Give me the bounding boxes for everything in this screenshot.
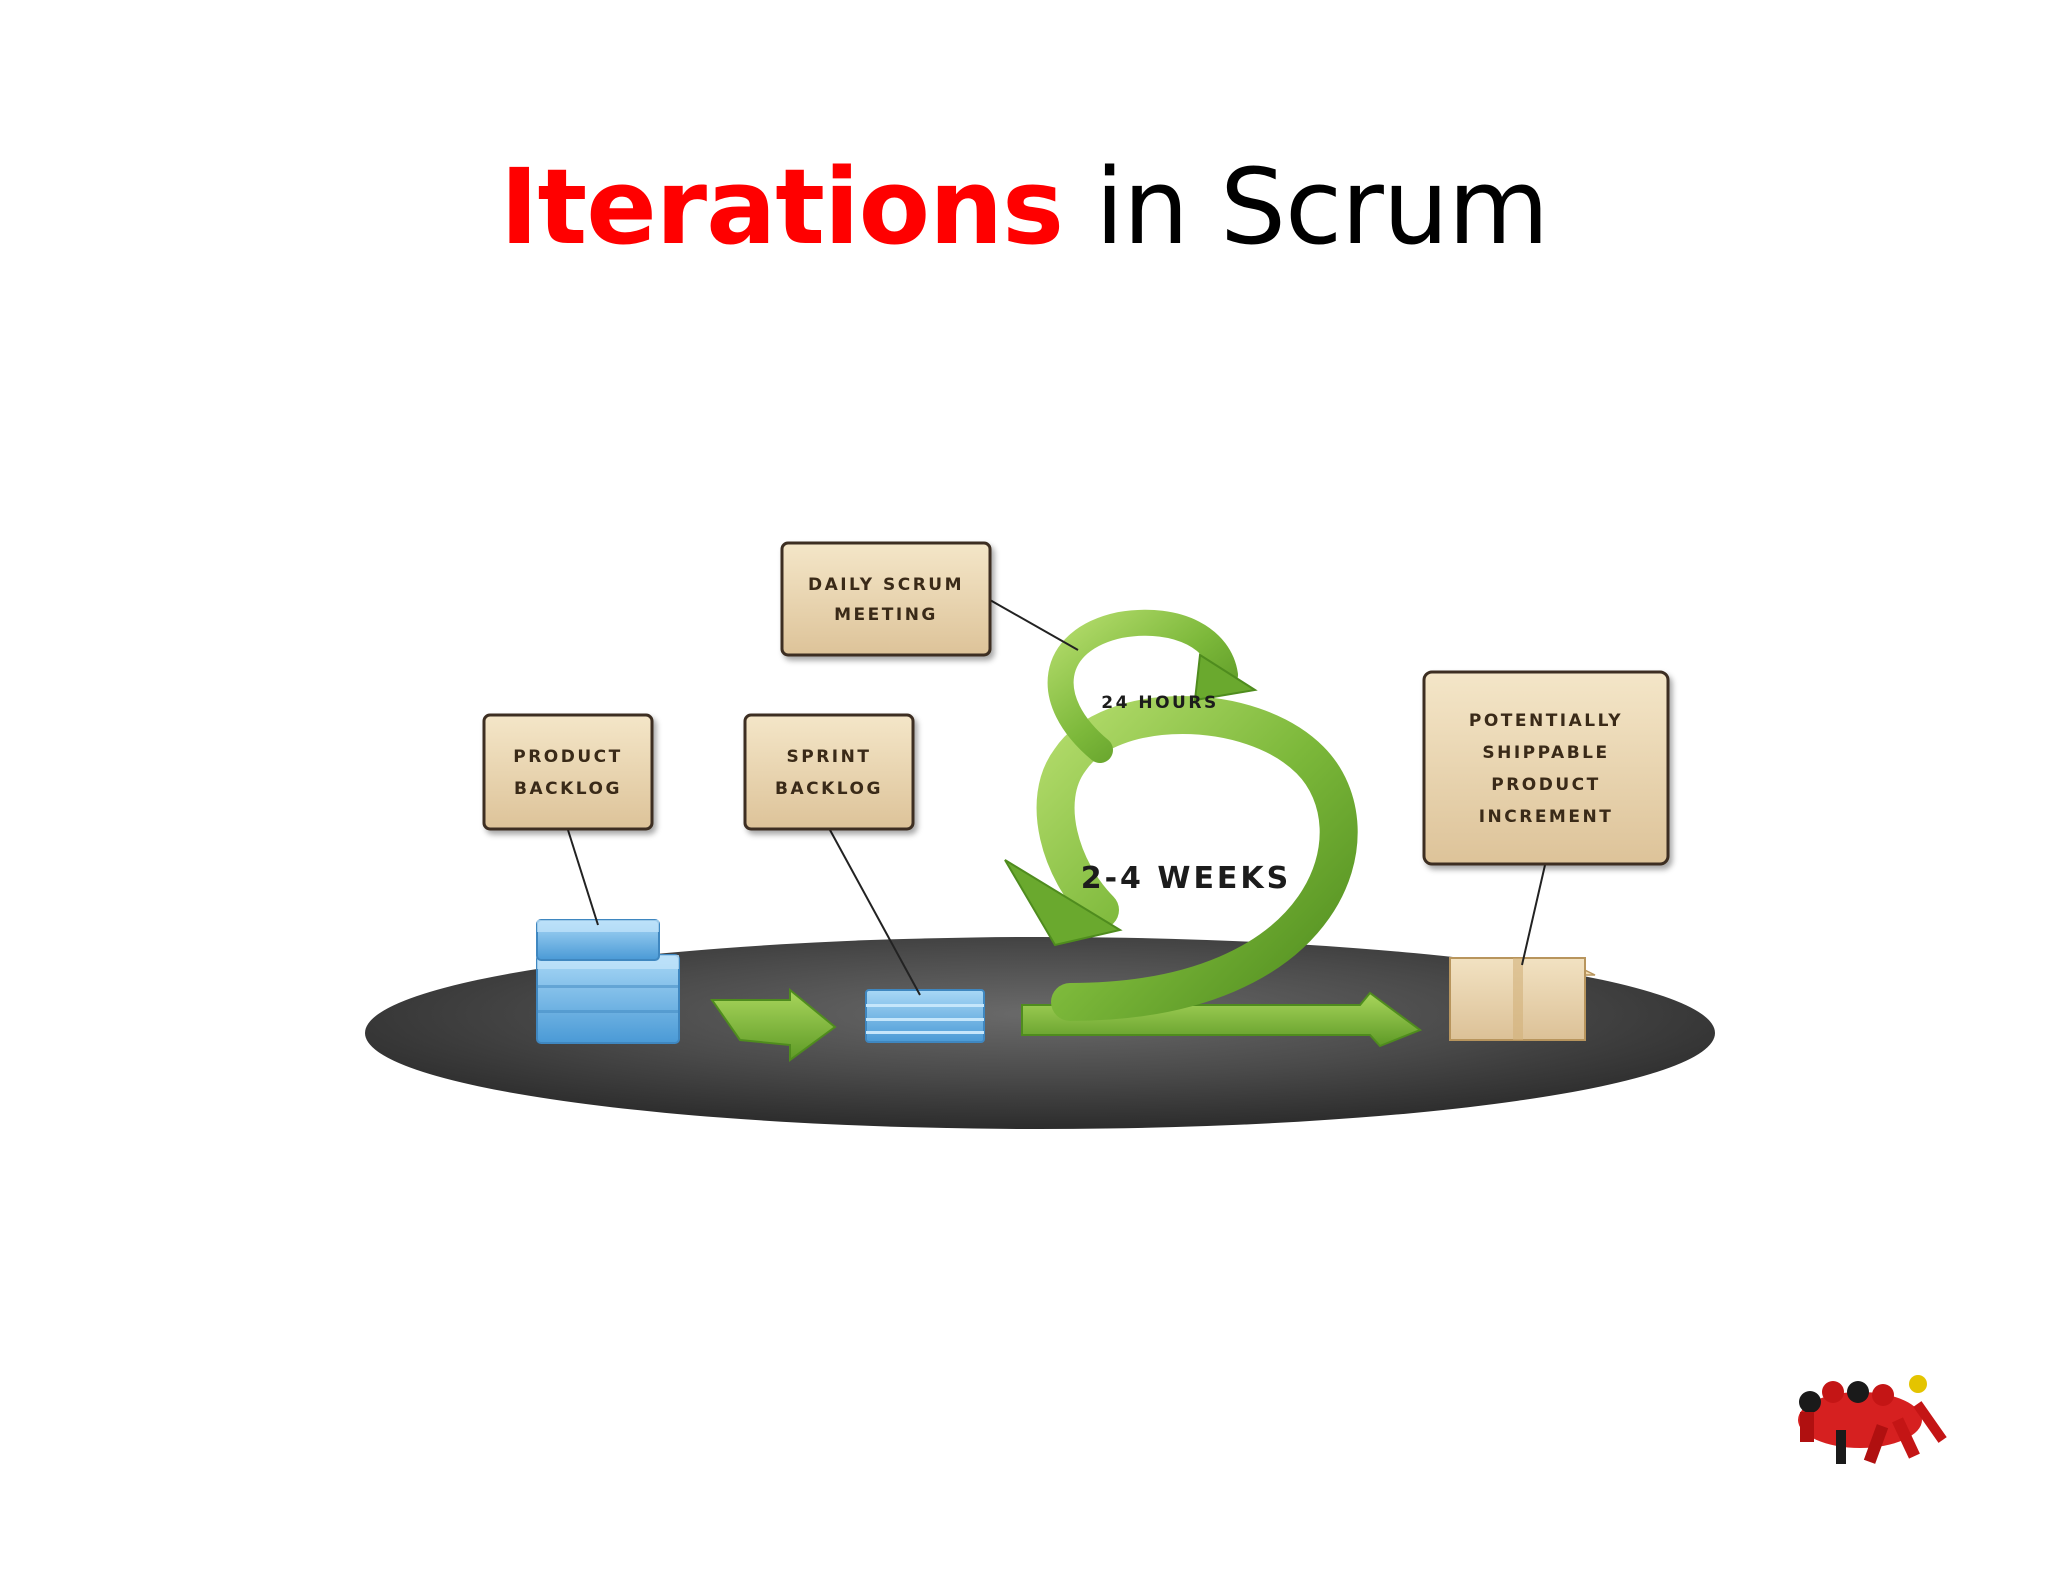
increment-line-3: PRODUCT [1491, 775, 1601, 795]
increment-line-4: INCREMENT [1479, 807, 1614, 827]
product-backlog-stack-icon [536, 919, 680, 1044]
sprint-backlog-card: SPRINT BACKLOG [743, 713, 915, 831]
sprint-backlog-line-2: BACKLOG [775, 779, 883, 799]
slide-title: Iterations in Scrum [0, 150, 2048, 264]
increment-line-1: POTENTIALLY [1469, 711, 1623, 731]
product-backlog-line-1: PRODUCT [513, 747, 623, 767]
shippable-increment-box-icon [1449, 957, 1596, 1041]
sprint-cycle-arrowhead-icon [1004, 859, 1123, 947]
daily-cycle-arrowhead-icon [1193, 653, 1258, 702]
sprint-cycle-arrow-icon [1036, 696, 1358, 1021]
rugby-scrum-logo-icon [1798, 1375, 1947, 1464]
product-backlog-line-2: BACKLOG [514, 779, 622, 799]
backlog-transfer-arrow-icon [710, 987, 837, 1062]
title-highlight: Iterations [499, 146, 1064, 268]
title-rest: in Scrum [1063, 146, 1549, 268]
daily-scrum-card: DAILY SCRUM MEETING [780, 541, 992, 657]
sprint-backlog-stack-icon [865, 989, 985, 1043]
daily-cycle-arrow-icon [1047, 609, 1238, 763]
sprint-cycle-label: 2-4 WEEKS [1081, 861, 1292, 896]
daily-cycle-label: 24 HOURS [1101, 693, 1218, 713]
increment-line-2: SHIPPABLE [1482, 743, 1609, 763]
product-backlog-card: PRODUCT BACKLOG [482, 713, 654, 831]
shippable-increment-card: POTENTIALLY SHIPPABLE PRODUCT INCREMENT [1422, 670, 1670, 866]
daily-scrum-line-1: DAILY SCRUM [808, 575, 964, 595]
sprint-backlog-line-1: SPRINT [787, 747, 872, 767]
daily-scrum-line-2: MEETING [834, 605, 938, 625]
connector-lines [567, 599, 1546, 996]
